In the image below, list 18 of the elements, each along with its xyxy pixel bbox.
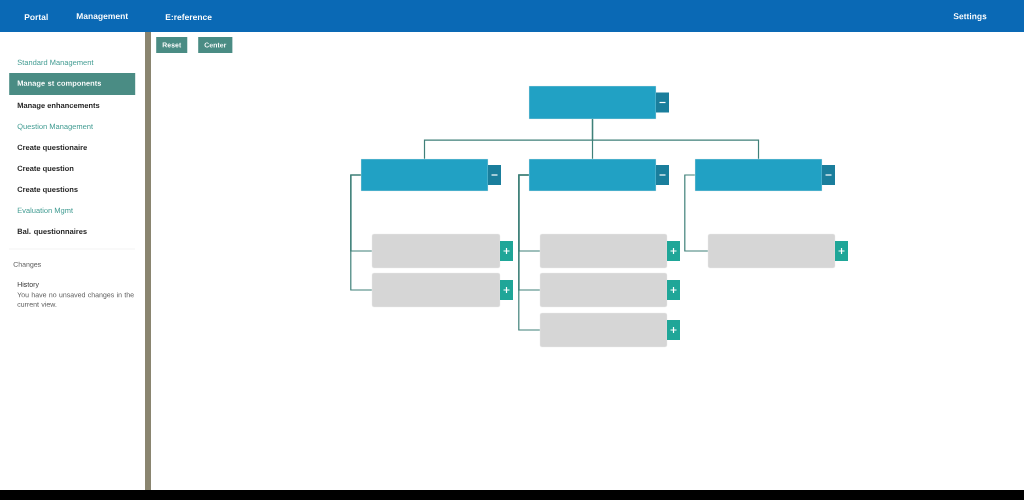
nav-link: E:reference [165, 13, 212, 21]
connector-line [591, 118, 760, 160]
nav-link: Management [76, 13, 129, 21]
leaf-node-box [371, 233, 501, 269]
leaf-node-box [539, 312, 668, 348]
nav-link: Portal [24, 13, 48, 21]
tree-node-box [528, 85, 657, 120]
nav-link: Settings [953, 13, 987, 21]
connector-line [518, 174, 541, 331]
leaf-node-box [707, 233, 836, 269]
tree-node-box [528, 158, 657, 192]
leaf-node-box [371, 272, 501, 308]
tree-node-box [360, 158, 489, 192]
leaf-node-box [539, 233, 668, 269]
connector-line [350, 174, 373, 291]
connector-line [684, 174, 709, 252]
leaf-node-box [539, 272, 668, 308]
tree-node-box [694, 158, 823, 192]
